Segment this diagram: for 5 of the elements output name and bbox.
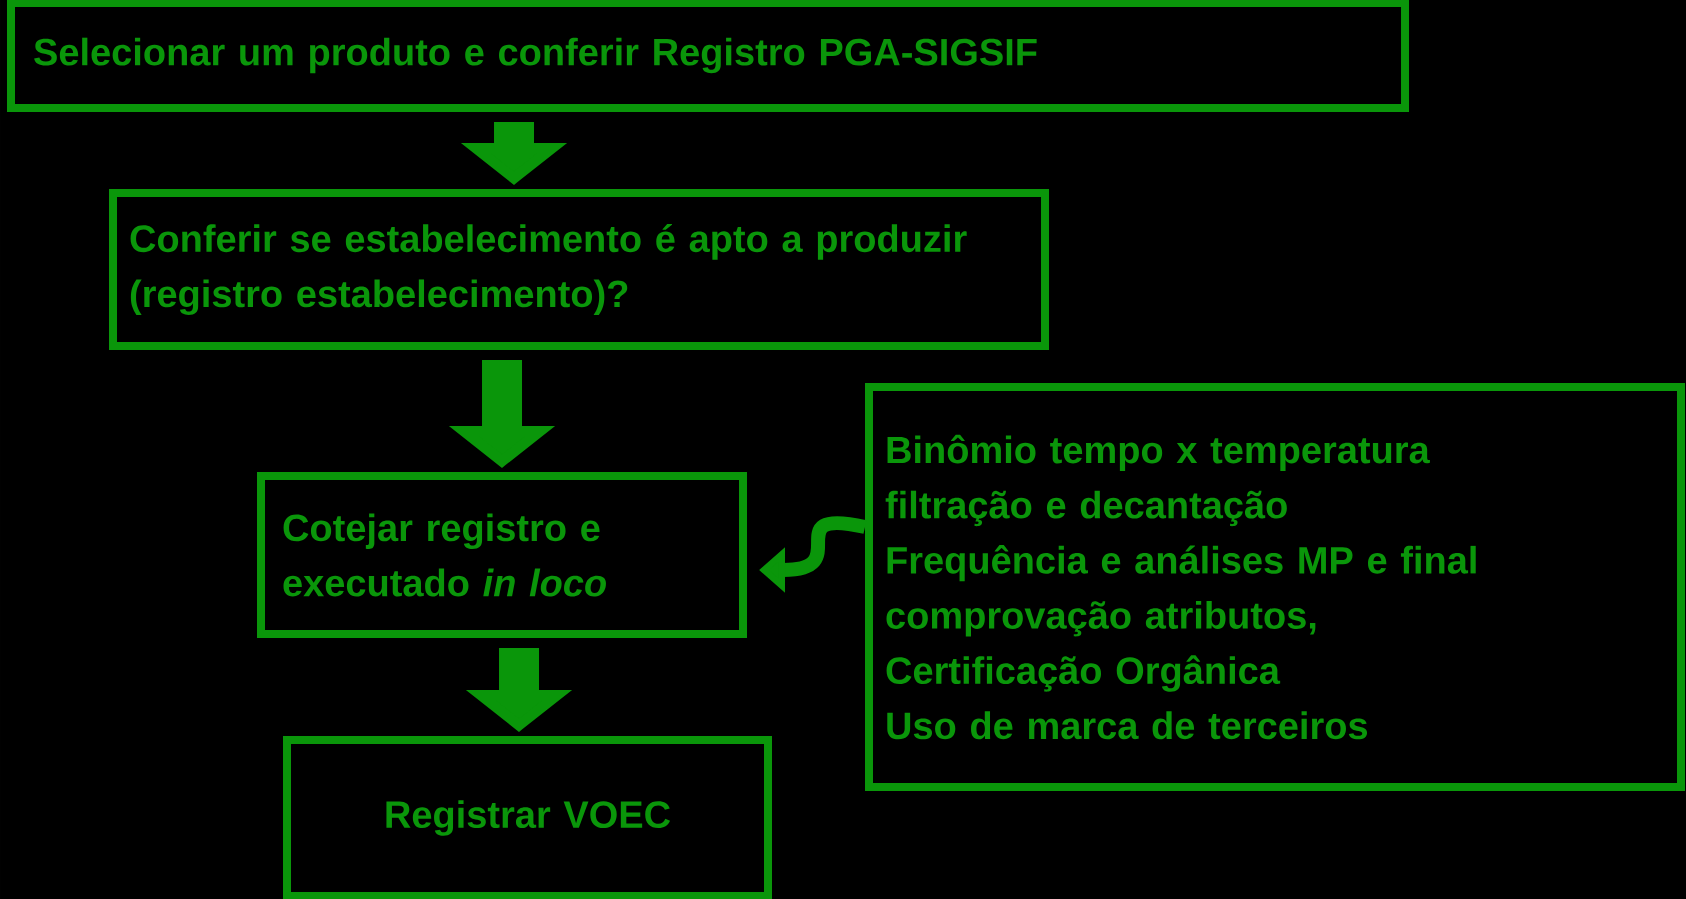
process-box: Cotejar registro e executado in loco <box>257 472 747 638</box>
process-box: Registrar VOEC <box>283 736 772 899</box>
note-box: Binômio tempo x temperatura filtração e decantação Frequência e análises MP e final comprovação atributos, Certificação Orgânica Uso de marca de terceiros <box>865 383 1685 791</box>
process-box: Selecionar um produto e conferir Registro PGA-SIGSIF <box>7 0 1409 112</box>
process-box: Conferir se estabelecimento é apto a produzir (registro estabelecimento)? <box>109 189 1049 350</box>
